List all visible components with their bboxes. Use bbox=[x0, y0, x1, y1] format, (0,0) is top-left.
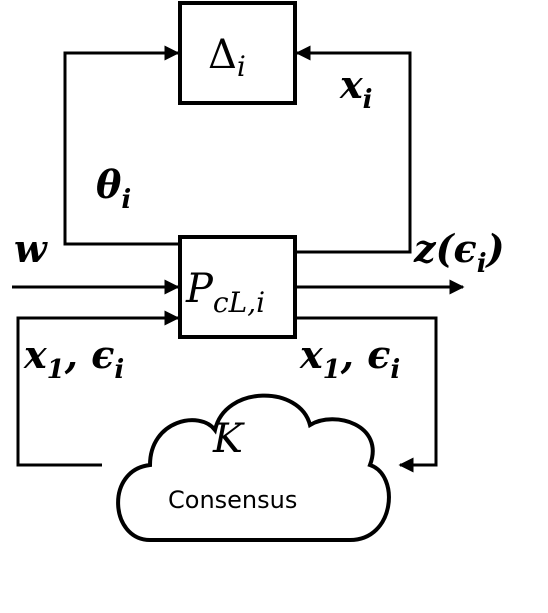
x1-left-label: x1, ϵi bbox=[23, 332, 124, 385]
theta-feedback-line bbox=[63, 45, 180, 246]
plant-block bbox=[178, 235, 297, 339]
consensus-cloud bbox=[116, 393, 391, 542]
delta-block bbox=[178, 1, 297, 105]
x-feedback-line bbox=[295, 45, 412, 254]
consensus-right-line bbox=[297, 316, 438, 473]
plant-block-label: PcL,i bbox=[185, 266, 265, 319]
x1-right-label: x1, ϵi bbox=[299, 332, 400, 385]
delta-block-label: Δi bbox=[208, 32, 246, 83]
consensus-left-line bbox=[16, 310, 180, 467]
x-label: xi bbox=[339, 62, 373, 115]
controller-caption: Consensus bbox=[168, 486, 297, 514]
w-label: w bbox=[14, 226, 48, 271]
controller-label: K bbox=[212, 416, 245, 462]
z-label: z(ϵi) bbox=[413, 226, 505, 279]
theta-label: θi bbox=[96, 162, 131, 215]
